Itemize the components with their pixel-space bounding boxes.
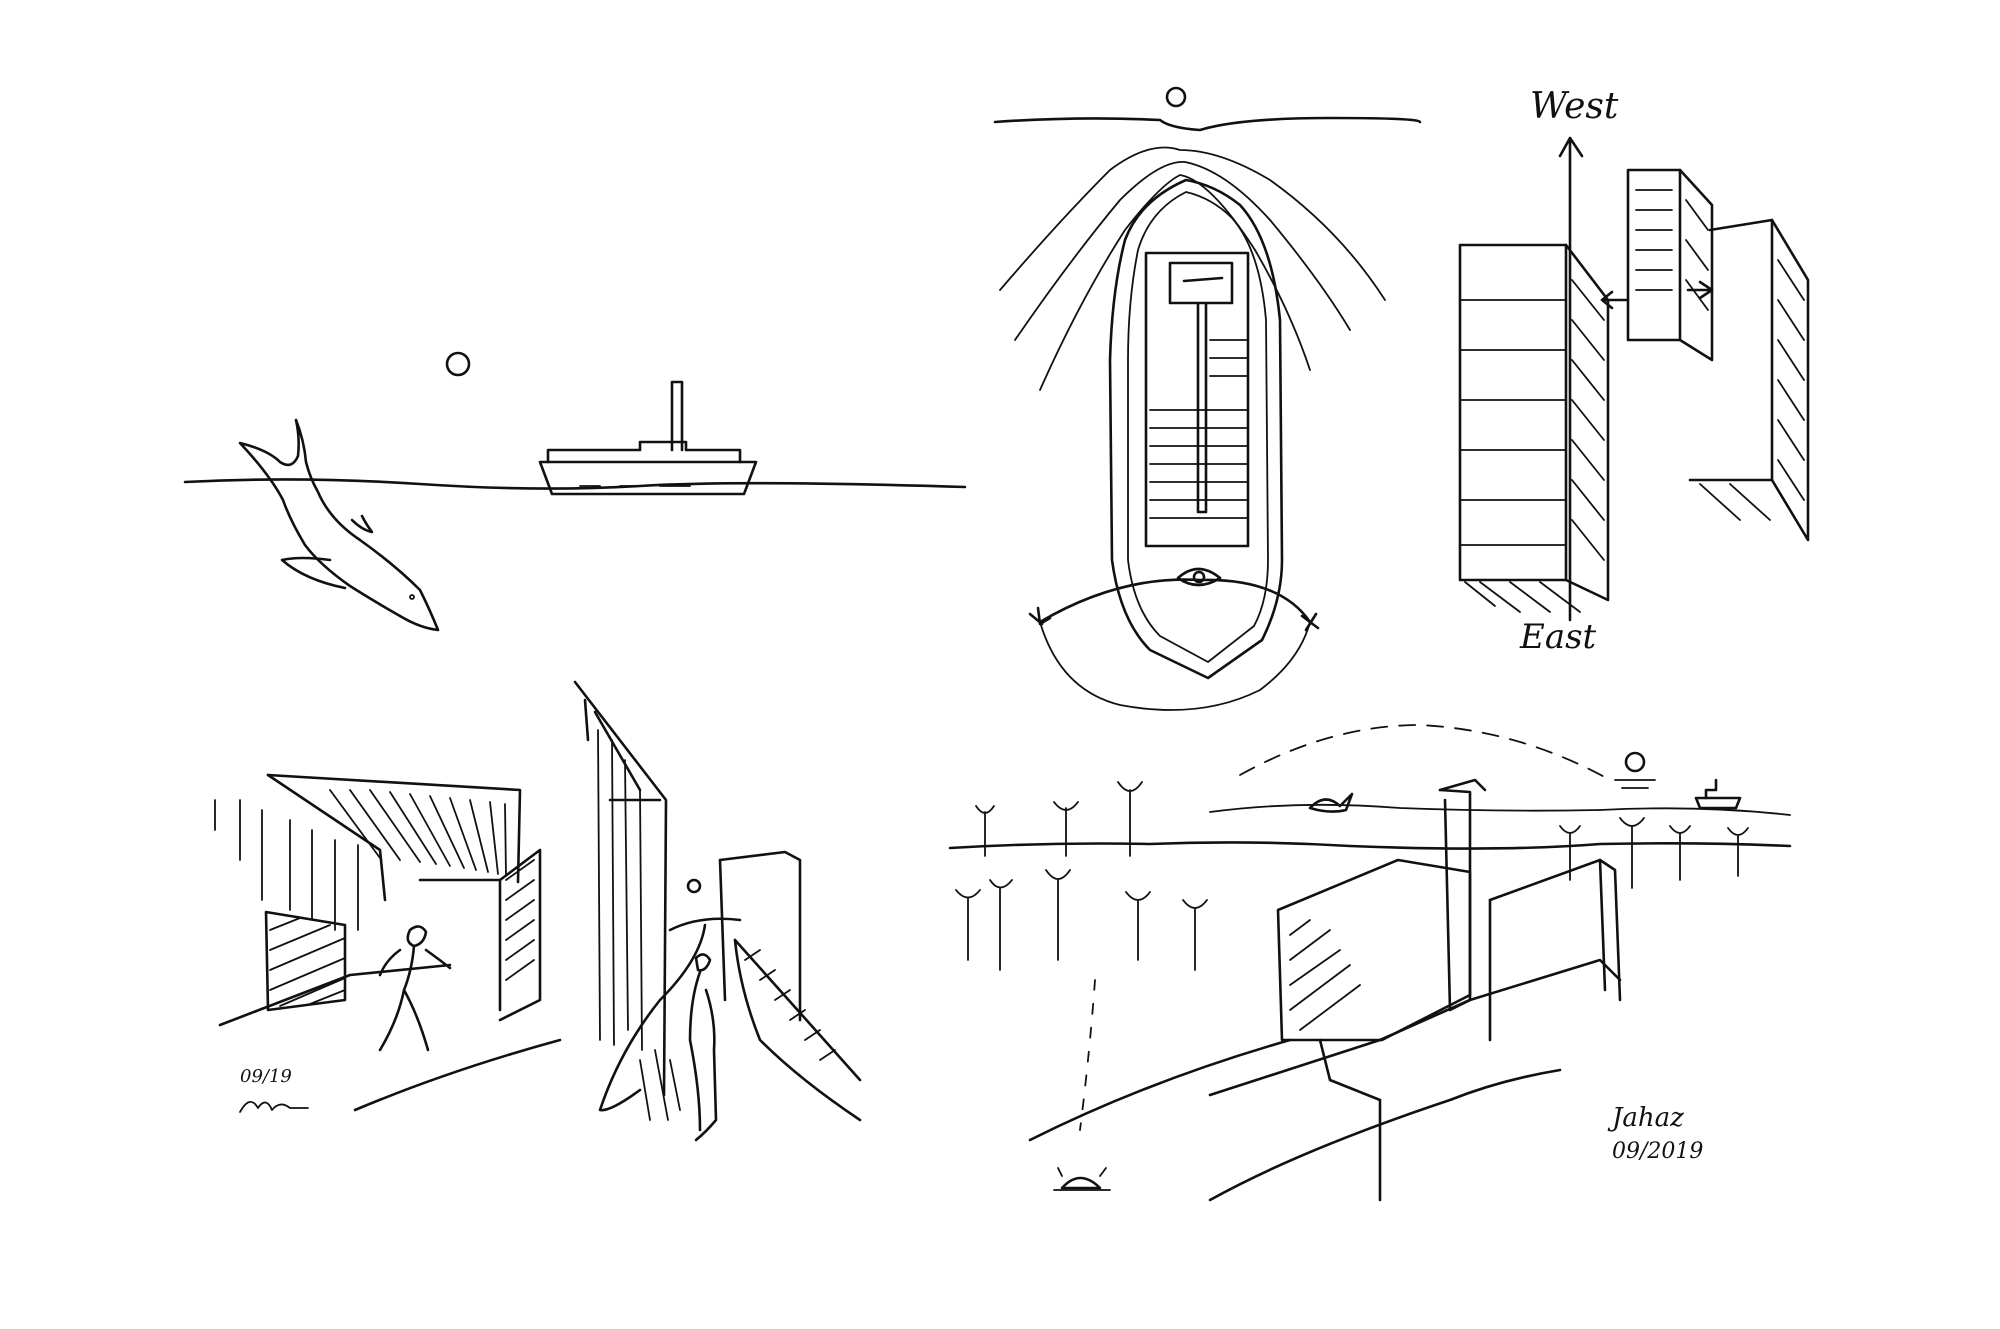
- mast-line: [1196, 301, 1208, 514]
- sketch-coastal-landscape: Jahaz 09/2019: [948, 724, 1792, 1202]
- deck-lines: [1149, 339, 1249, 519]
- building-block-right: [1688, 218, 1810, 542]
- ship-icon: [1694, 778, 1742, 810]
- label-date-left: 09/19: [240, 1066, 292, 1087]
- initials-mark: [239, 1101, 309, 1113]
- sketch-whale-ship: [183, 351, 967, 632]
- sketch-corridor: 09/19: [214, 773, 562, 1113]
- horizon-line: [183, 478, 967, 490]
- label-west: West: [1530, 86, 1619, 127]
- dashed-path: [1079, 979, 1096, 1131]
- ceiling-lines: [329, 789, 507, 877]
- whale-icon: [238, 418, 440, 632]
- axis-arrow-icon: [1558, 136, 1584, 622]
- sketch-west-east-massing: West East: [1458, 86, 1810, 657]
- sun-icon: [1165, 86, 1187, 108]
- view-arc: [1039, 621, 1311, 711]
- building-block-left: [1458, 243, 1610, 613]
- label-east: East: [1519, 617, 1597, 657]
- view-arc: [1038, 578, 1312, 624]
- label-date-right: 09/2019: [1612, 1139, 1703, 1164]
- arrow-right-icon: [1300, 612, 1320, 632]
- sun-icon: [1624, 751, 1646, 773]
- eye-icon: [1176, 567, 1222, 587]
- left-wall-lines: [214, 799, 359, 931]
- sun-icon: [445, 351, 471, 377]
- sketch-balcony-view: [573, 680, 862, 1142]
- deck-structure: [1144, 251, 1250, 548]
- sketch-ship-plan: [993, 86, 1422, 711]
- ship-icon: [538, 380, 758, 496]
- ship-hull: [1108, 178, 1284, 680]
- deck-structure: [1168, 261, 1234, 305]
- sunrise-icon: [1053, 1167, 1111, 1191]
- label-signature: Jahaz: [1607, 1103, 1684, 1133]
- wake-line: [999, 146, 1386, 301]
- wind-turbines: [955, 781, 1749, 971]
- horizon-line: [948, 841, 1792, 850]
- person-figure: [378, 925, 452, 1052]
- building-block-middle: [1600, 168, 1714, 362]
- horizon-line: [993, 116, 1422, 132]
- wake-line: [1039, 174, 1311, 391]
- arrow-left-icon: [1028, 606, 1052, 626]
- trajectory-arc: [1239, 724, 1611, 781]
- person-figure: [688, 953, 718, 1142]
- sun-icon: [686, 878, 702, 894]
- wake-line: [1014, 161, 1351, 341]
- whale-icon: [1308, 792, 1354, 813]
- main-building: [1208, 778, 1622, 1202]
- dark-doorway: [264, 910, 347, 1012]
